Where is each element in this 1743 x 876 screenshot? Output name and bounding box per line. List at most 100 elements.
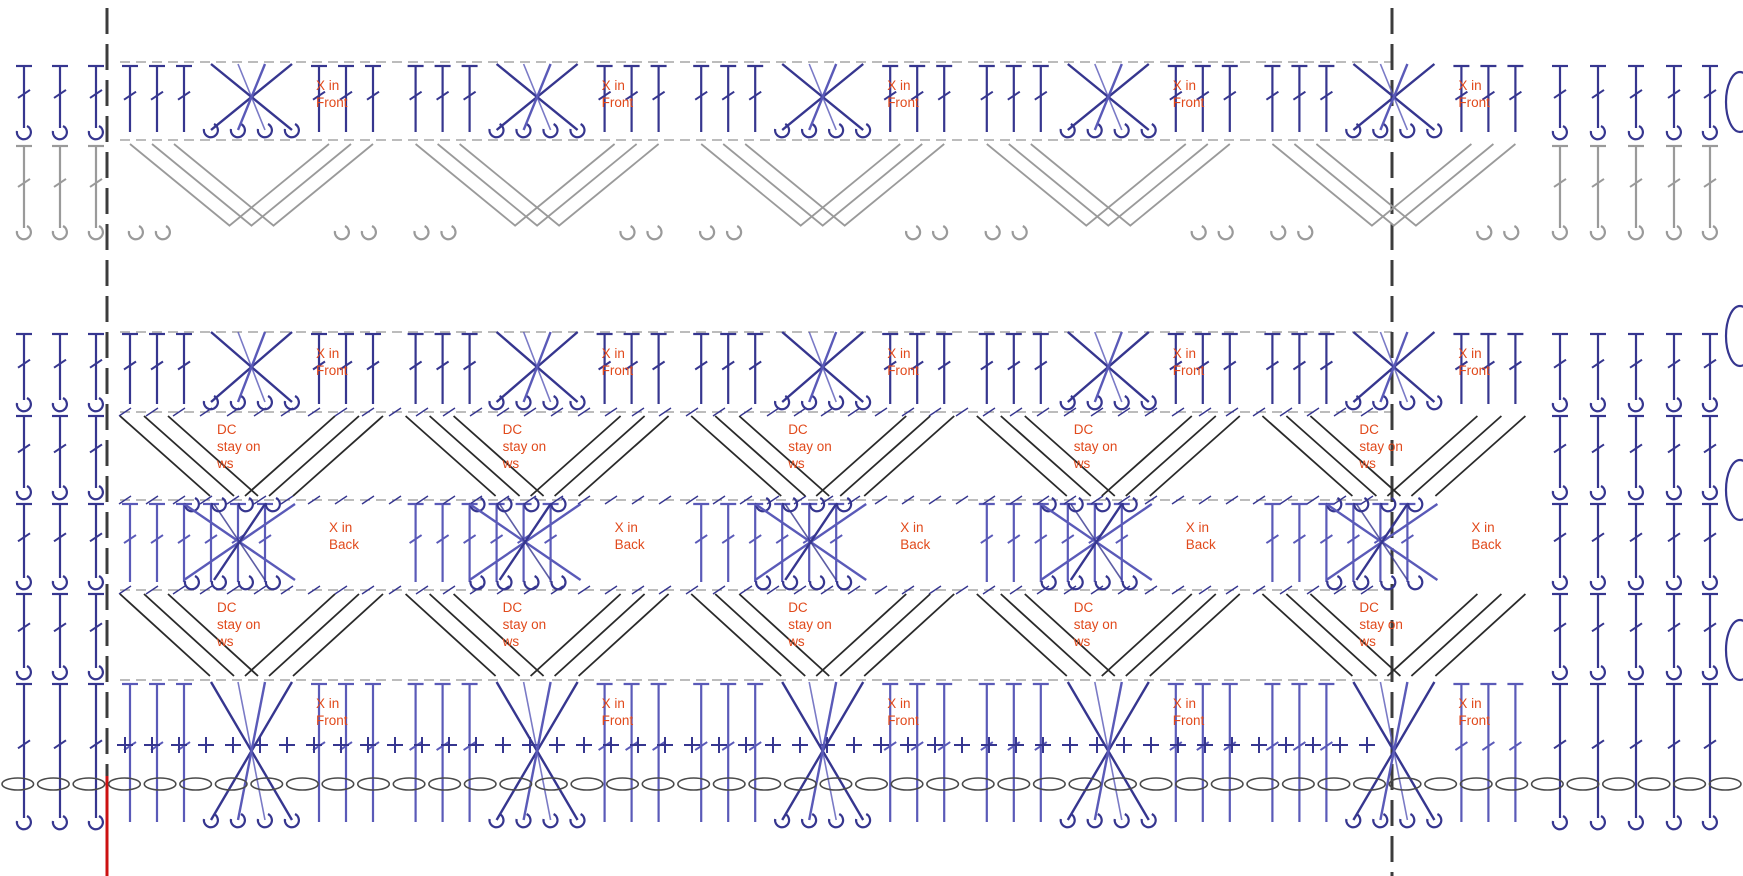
chain-stitch <box>109 778 141 790</box>
post-hook <box>204 814 218 827</box>
chain-stitch <box>251 778 283 790</box>
post-hook <box>524 576 538 589</box>
post-hook <box>620 226 634 239</box>
grey-diagonal <box>1086 144 1186 226</box>
label-dc-stay-on-ws: DCstay onws <box>1358 600 1403 649</box>
post-hook <box>231 396 245 409</box>
chain-stitch <box>536 778 568 790</box>
post-hook <box>285 814 299 827</box>
dc-diagonal <box>977 416 1067 496</box>
chain-stitch <box>678 778 710 790</box>
grey-diagonal <box>1316 144 1416 226</box>
dc-diagonal <box>120 416 210 496</box>
label-dc-stay-on-ws: DCstay onws <box>216 422 261 471</box>
post-hook <box>129 226 143 239</box>
dc-diagonal <box>1387 416 1477 496</box>
grey-diagonal <box>152 144 252 226</box>
post-hook <box>156 226 170 239</box>
label-x-in-front: X inFront <box>602 346 634 378</box>
dc-diagonal <box>840 416 930 496</box>
post-hook <box>1504 226 1518 239</box>
label-x-in-front: X inFront <box>316 696 348 728</box>
grey-diagonal <box>800 144 900 226</box>
label-x-in-front: X inFront <box>887 696 919 728</box>
grey-diagonal <box>460 144 560 226</box>
chain-stitch <box>1603 778 1635 790</box>
post-hook <box>362 226 376 239</box>
chain-stitch <box>393 778 425 790</box>
post-hook <box>1013 226 1027 239</box>
grey-diagonal <box>273 144 373 226</box>
post-hook <box>1123 576 1137 589</box>
post-hook <box>986 226 1000 239</box>
post-hook <box>647 226 661 239</box>
label-x-in-back: X inBack <box>329 520 359 552</box>
label-x-in-front: X inFront <box>887 346 919 378</box>
grey-diagonal <box>1393 144 1493 226</box>
chain-stitch <box>1069 778 1101 790</box>
edge-cable-symbol <box>1726 72 1743 132</box>
post-hook <box>906 226 920 239</box>
post-hook <box>1088 124 1102 137</box>
dc-diagonal <box>1126 594 1216 676</box>
dc-diagonal <box>1102 416 1192 496</box>
dc-diagonal <box>691 594 781 676</box>
post-hook <box>775 814 789 827</box>
post-hook <box>727 226 741 239</box>
grey-diagonal <box>537 144 637 226</box>
post-hook <box>1408 576 1422 589</box>
post-hook <box>700 226 714 239</box>
edge-cable-symbol <box>1726 306 1743 366</box>
dc-diagonal <box>293 416 383 496</box>
chain-stitch <box>322 778 354 790</box>
label-dc-stay-on-ws: DCstay onws <box>787 422 832 471</box>
dc-diagonal <box>977 594 1067 676</box>
grey-diagonal <box>987 144 1087 226</box>
label-x-in-front: X inFront <box>602 696 634 728</box>
post-hook <box>856 814 870 827</box>
chain-stitch <box>1567 778 1599 790</box>
grey-diagonal <box>1130 144 1230 226</box>
dc-diagonal <box>531 594 621 676</box>
dc-diagonal <box>245 416 335 496</box>
dc-diagonal <box>1411 594 1501 676</box>
grey-diagonal <box>1108 144 1208 226</box>
grey-diagonal <box>229 144 329 226</box>
label-x-in-front: X inFront <box>1458 346 1490 378</box>
chain-stitch <box>2 778 34 790</box>
dc-diagonal <box>1262 416 1352 496</box>
dc-diagonal <box>864 416 954 496</box>
post-hook <box>266 576 280 589</box>
chain-stitch <box>1709 778 1741 790</box>
grey-diagonal <box>1415 144 1515 226</box>
post-hook <box>570 814 584 827</box>
label-dc-stay-on-ws: DCstay onws <box>1073 600 1118 649</box>
grey-diagonal <box>251 144 351 226</box>
dc-diagonal <box>1387 594 1477 676</box>
label-x-in-front: X inFront <box>1458 696 1490 728</box>
post-hook <box>543 124 557 137</box>
dc-diagonal <box>1435 594 1525 676</box>
dc-diagonal <box>840 594 930 676</box>
label-dc-stay-on-ws: DCstay onws <box>502 600 547 649</box>
grey-diagonal <box>1371 144 1471 226</box>
dc-diagonal <box>269 416 359 496</box>
dc-diagonal <box>1435 416 1525 496</box>
dc-diagonal <box>816 416 906 496</box>
grey-diagonal <box>1031 144 1131 226</box>
dc-diagonal <box>1411 416 1501 496</box>
post-hook <box>543 396 557 409</box>
grey-diagonal <box>130 144 230 226</box>
chain-stitch <box>1318 778 1350 790</box>
post-hook <box>1400 124 1414 137</box>
post-hook <box>1115 124 1129 137</box>
post-hook <box>1271 226 1285 239</box>
dc-diagonal <box>1262 594 1352 676</box>
chain-stitch <box>1638 778 1670 790</box>
grey-diagonal <box>1009 144 1109 226</box>
dc-diagonal <box>245 594 335 676</box>
post-hook <box>837 576 851 589</box>
grey-diagonal <box>701 144 801 226</box>
post-hook <box>1219 226 1233 239</box>
dc-diagonal <box>1150 416 1240 496</box>
